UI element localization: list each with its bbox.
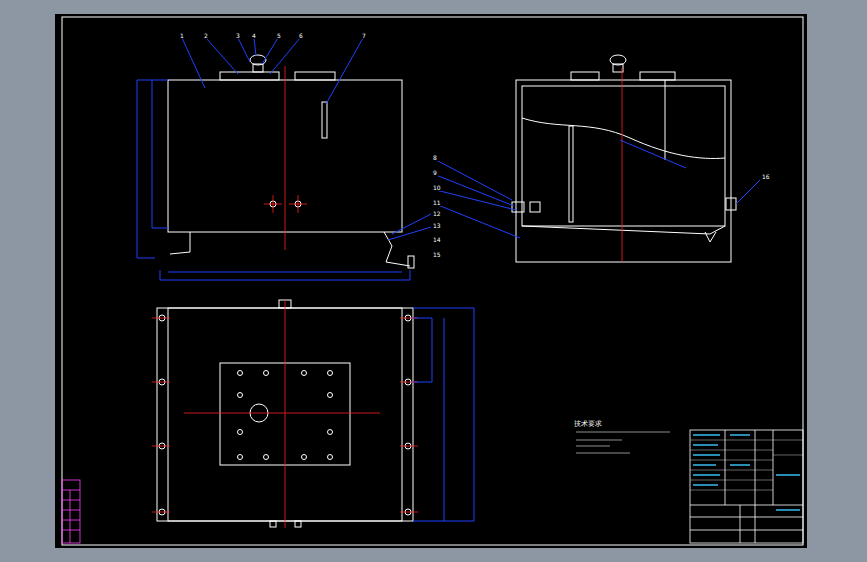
callout-number: 15 bbox=[432, 251, 442, 258]
callout-number: 12 bbox=[432, 210, 442, 217]
callout-number: 14 bbox=[432, 236, 442, 243]
callout-number: 8 bbox=[432, 154, 438, 161]
callout-number: 7 bbox=[361, 32, 367, 39]
callout-number: 4 bbox=[251, 32, 257, 39]
callout-number: 2 bbox=[203, 32, 209, 39]
callout-number: 11 bbox=[432, 199, 442, 206]
callout-number: 10 bbox=[432, 184, 442, 191]
note-heading: 技术要求 bbox=[573, 420, 603, 428]
callout-number: 9 bbox=[432, 169, 438, 176]
callout-number: 13 bbox=[432, 222, 442, 229]
callout-number: 16 bbox=[761, 173, 771, 180]
callout-number: 5 bbox=[276, 32, 282, 39]
callout-number: 3 bbox=[235, 32, 241, 39]
callout-number: 6 bbox=[298, 32, 304, 39]
callout-number: 1 bbox=[179, 32, 185, 39]
